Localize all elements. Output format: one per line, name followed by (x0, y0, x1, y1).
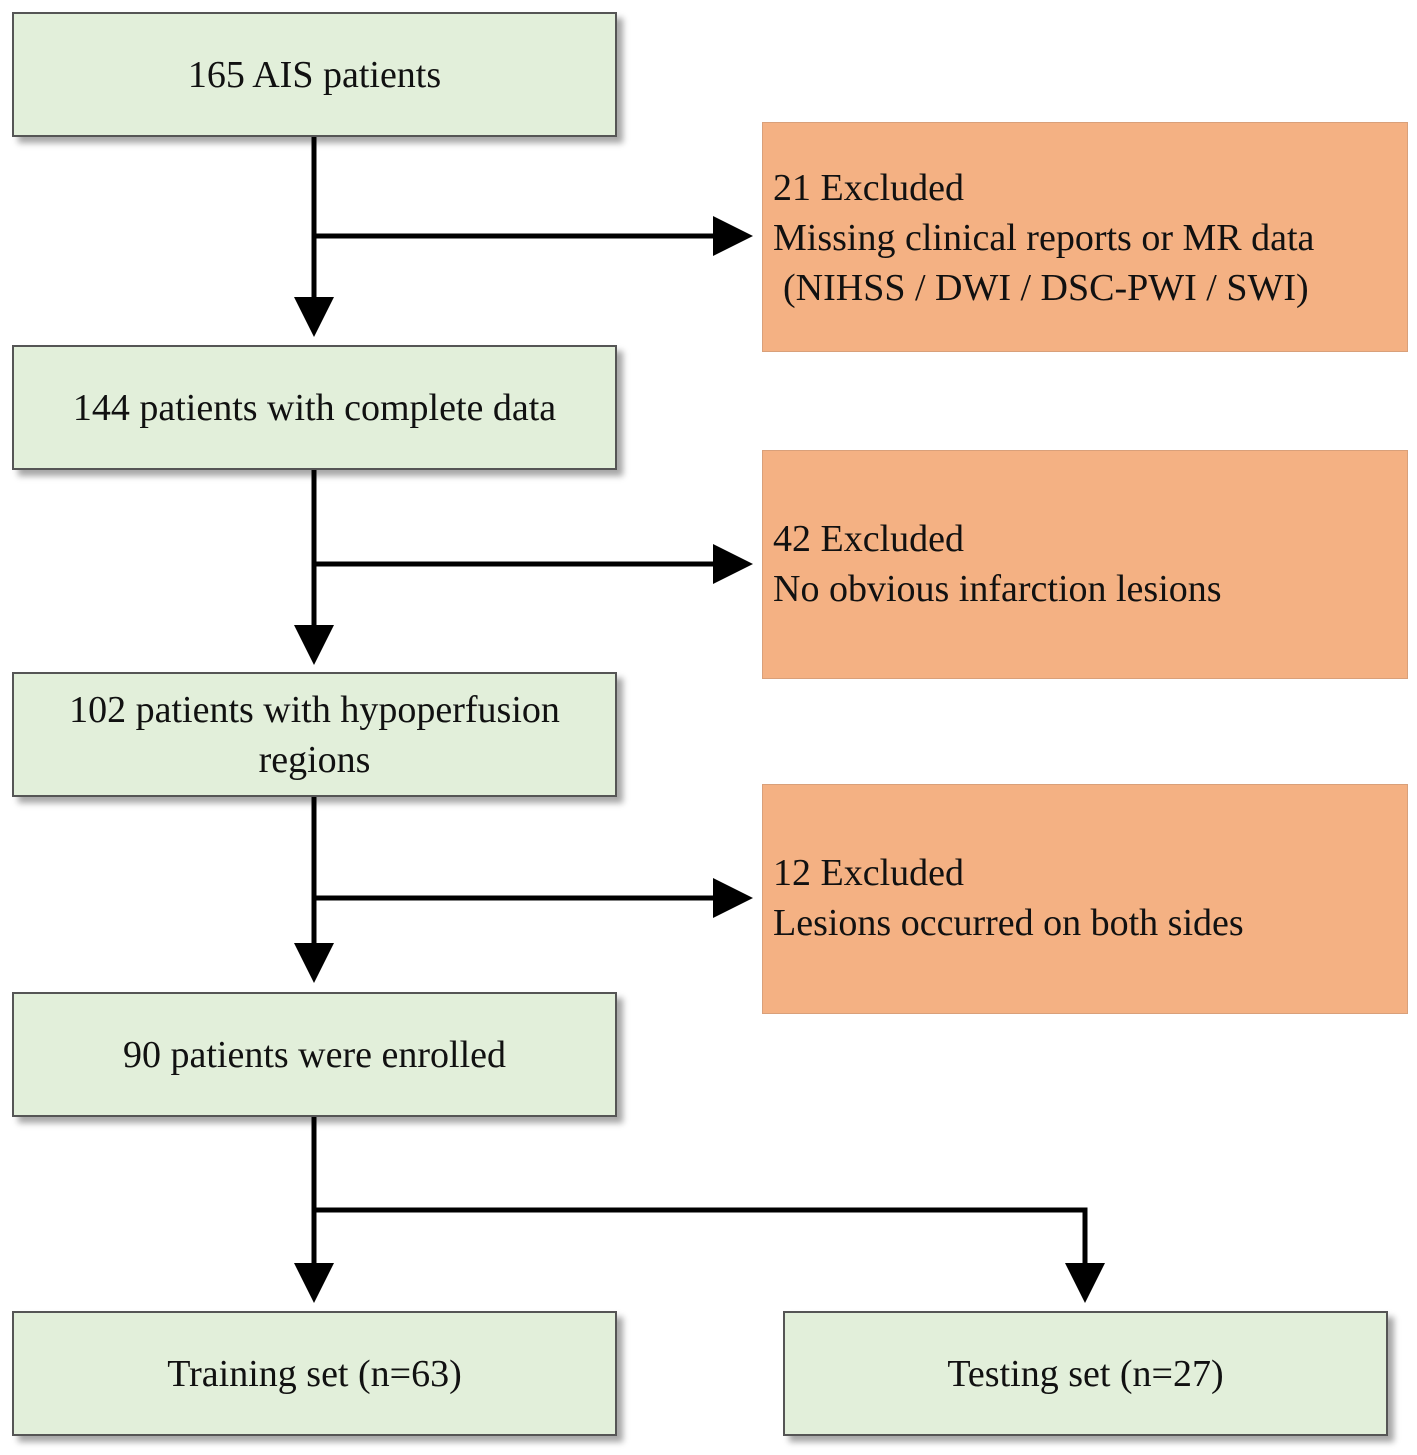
testing-set-box-label: Testing set (n=27) (947, 1352, 1224, 1395)
exclusion-2-reason: No obvious infarction lesions (773, 568, 1222, 610)
complete-data-box-label: 144 patients with complete data (72, 386, 557, 429)
complete-data-box: 144 patients with complete data (12, 345, 617, 470)
enrolled-box-label: 90 patients were enrolled (122, 1033, 507, 1076)
enrolled-box: 90 patients were enrolled (12, 992, 617, 1117)
exclusion-3-reason: Lesions occurred on both sides (773, 902, 1244, 944)
arrow-enrolled-to-testing (314, 1207, 1105, 1303)
exclusion-box-1: 21 Excluded Missing clinical reports or … (762, 122, 1408, 352)
start-box-label: 165 AIS patients (187, 53, 442, 96)
exclusion-1-reason: Missing clinical reports or MR data (773, 217, 1315, 259)
hypoperfusion-box-label: 102 patients with hypoperfusion regions (69, 688, 560, 781)
exclusion-3-heading: 12 Excluded (773, 852, 965, 894)
exclusion-box-3: 12 Excluded Lesions occurred on both sid… (762, 784, 1408, 1014)
training-set-box: Training set (n=63) (12, 1311, 617, 1436)
hypoperfusion-box: 102 patients with hypoperfusion regions (12, 672, 617, 797)
exclusion-2-heading: 42 Excluded (773, 518, 965, 560)
exclusion-box-2: 42 Excluded No obvious infarction lesion… (762, 450, 1408, 679)
testing-set-box: Testing set (n=27) (783, 1311, 1388, 1436)
training-set-box-label: Training set (n=63) (167, 1352, 462, 1395)
exclusion-1-heading: 21 Excluded (773, 167, 965, 209)
start-box: 165 AIS patients (12, 12, 617, 137)
exclusion-1-detail: (NIHSS / DWI / DSC-PWI / SWI) (783, 267, 1309, 309)
